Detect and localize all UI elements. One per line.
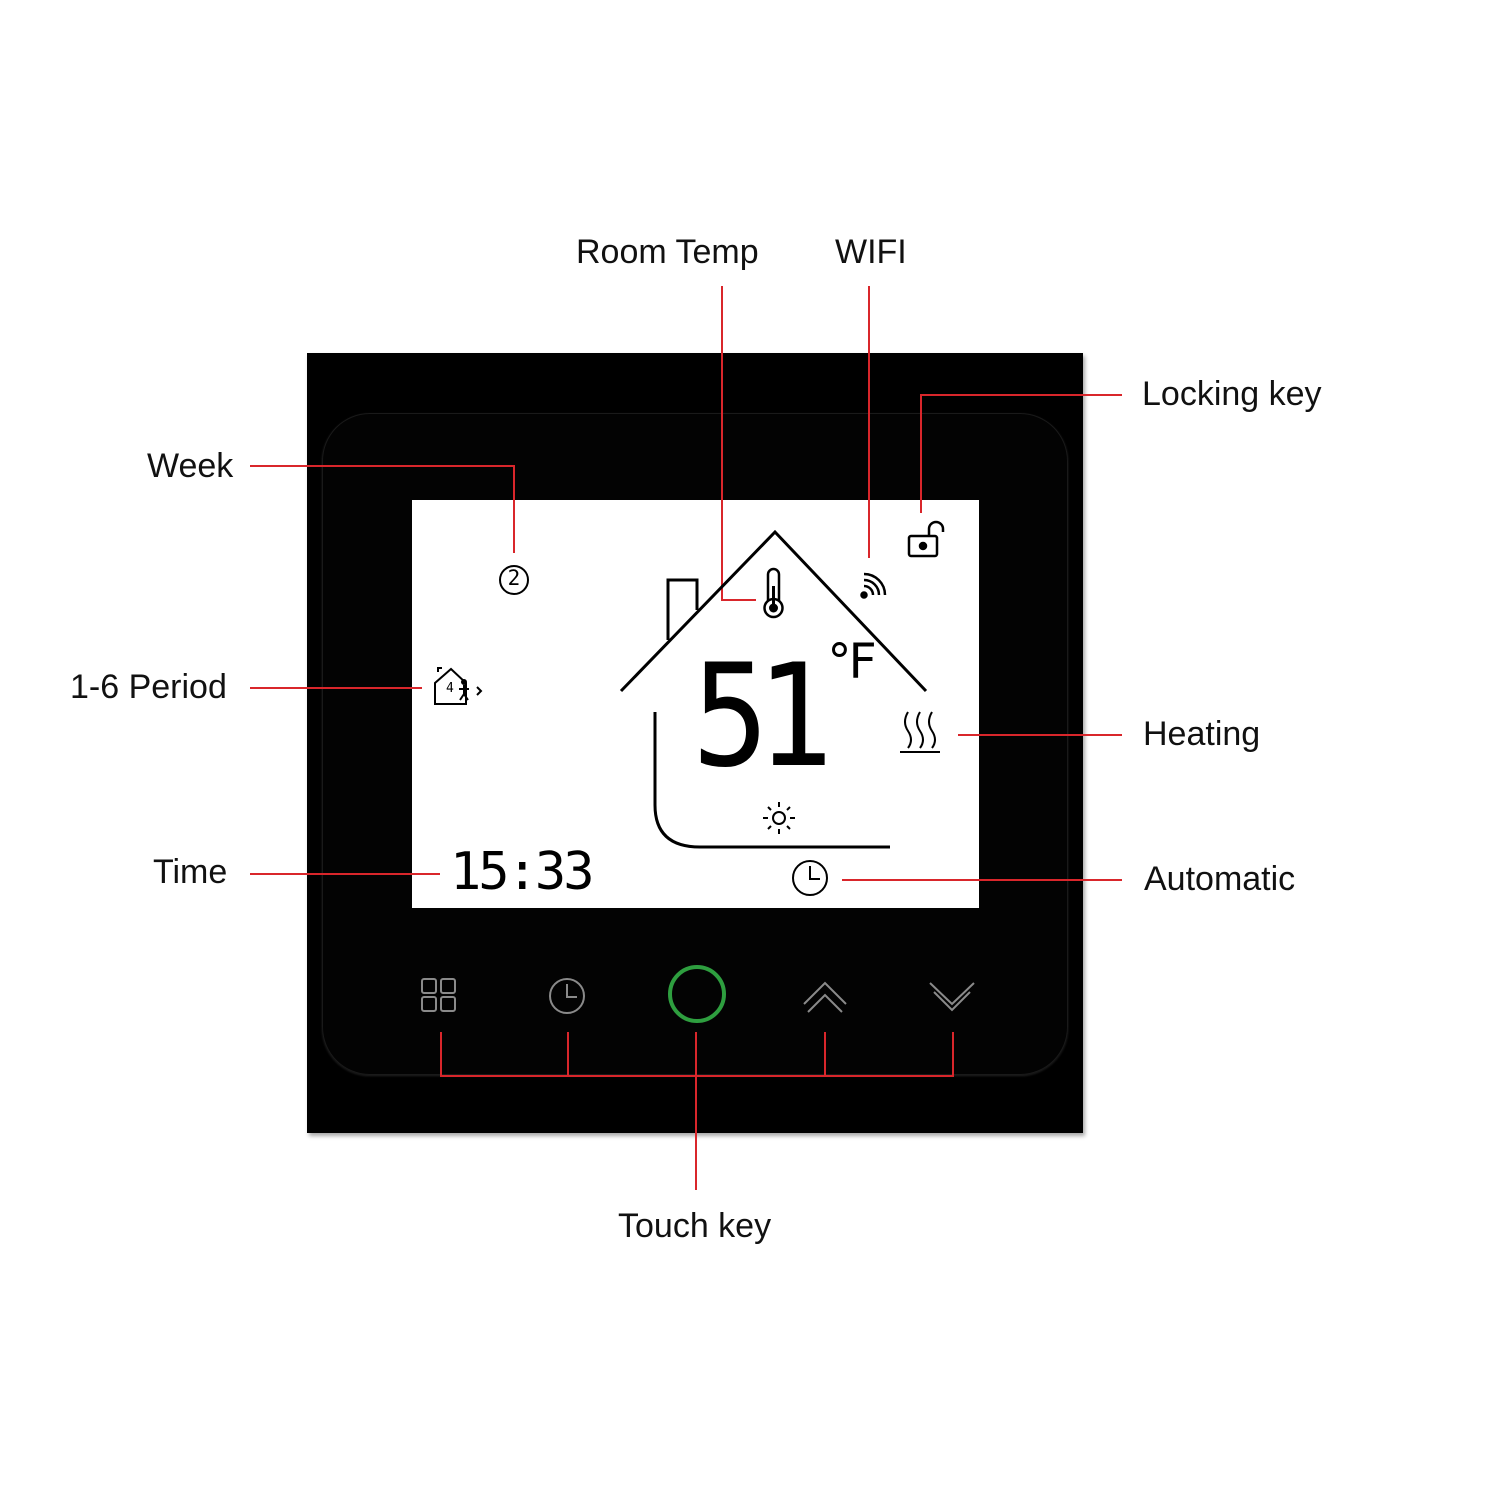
week-day-number: 2 (505, 568, 523, 589)
period-label: 1-6 Period (70, 670, 227, 704)
period-number: 4 (446, 682, 454, 695)
room-temp-label: Room Temp (576, 235, 759, 269)
temperature-readout: 51 (692, 646, 821, 788)
automatic-label: Automatic (1144, 862, 1295, 896)
clock-readout: 15:33 (450, 846, 592, 898)
temperature-unit: °F (825, 638, 871, 686)
wifi-label: WIFI (835, 235, 907, 269)
touch-key-up[interactable] (799, 970, 851, 1022)
locking-key-label: Locking key (1142, 377, 1322, 411)
touch-key-down[interactable] (926, 970, 978, 1022)
heating-label: Heating (1143, 717, 1260, 751)
touch-key-clock[interactable] (541, 970, 593, 1022)
time-label: Time (153, 855, 227, 889)
week-label: Week (147, 449, 233, 483)
touch-key-label: Touch key (618, 1209, 771, 1243)
touch-key-menu[interactable] (412, 970, 464, 1022)
